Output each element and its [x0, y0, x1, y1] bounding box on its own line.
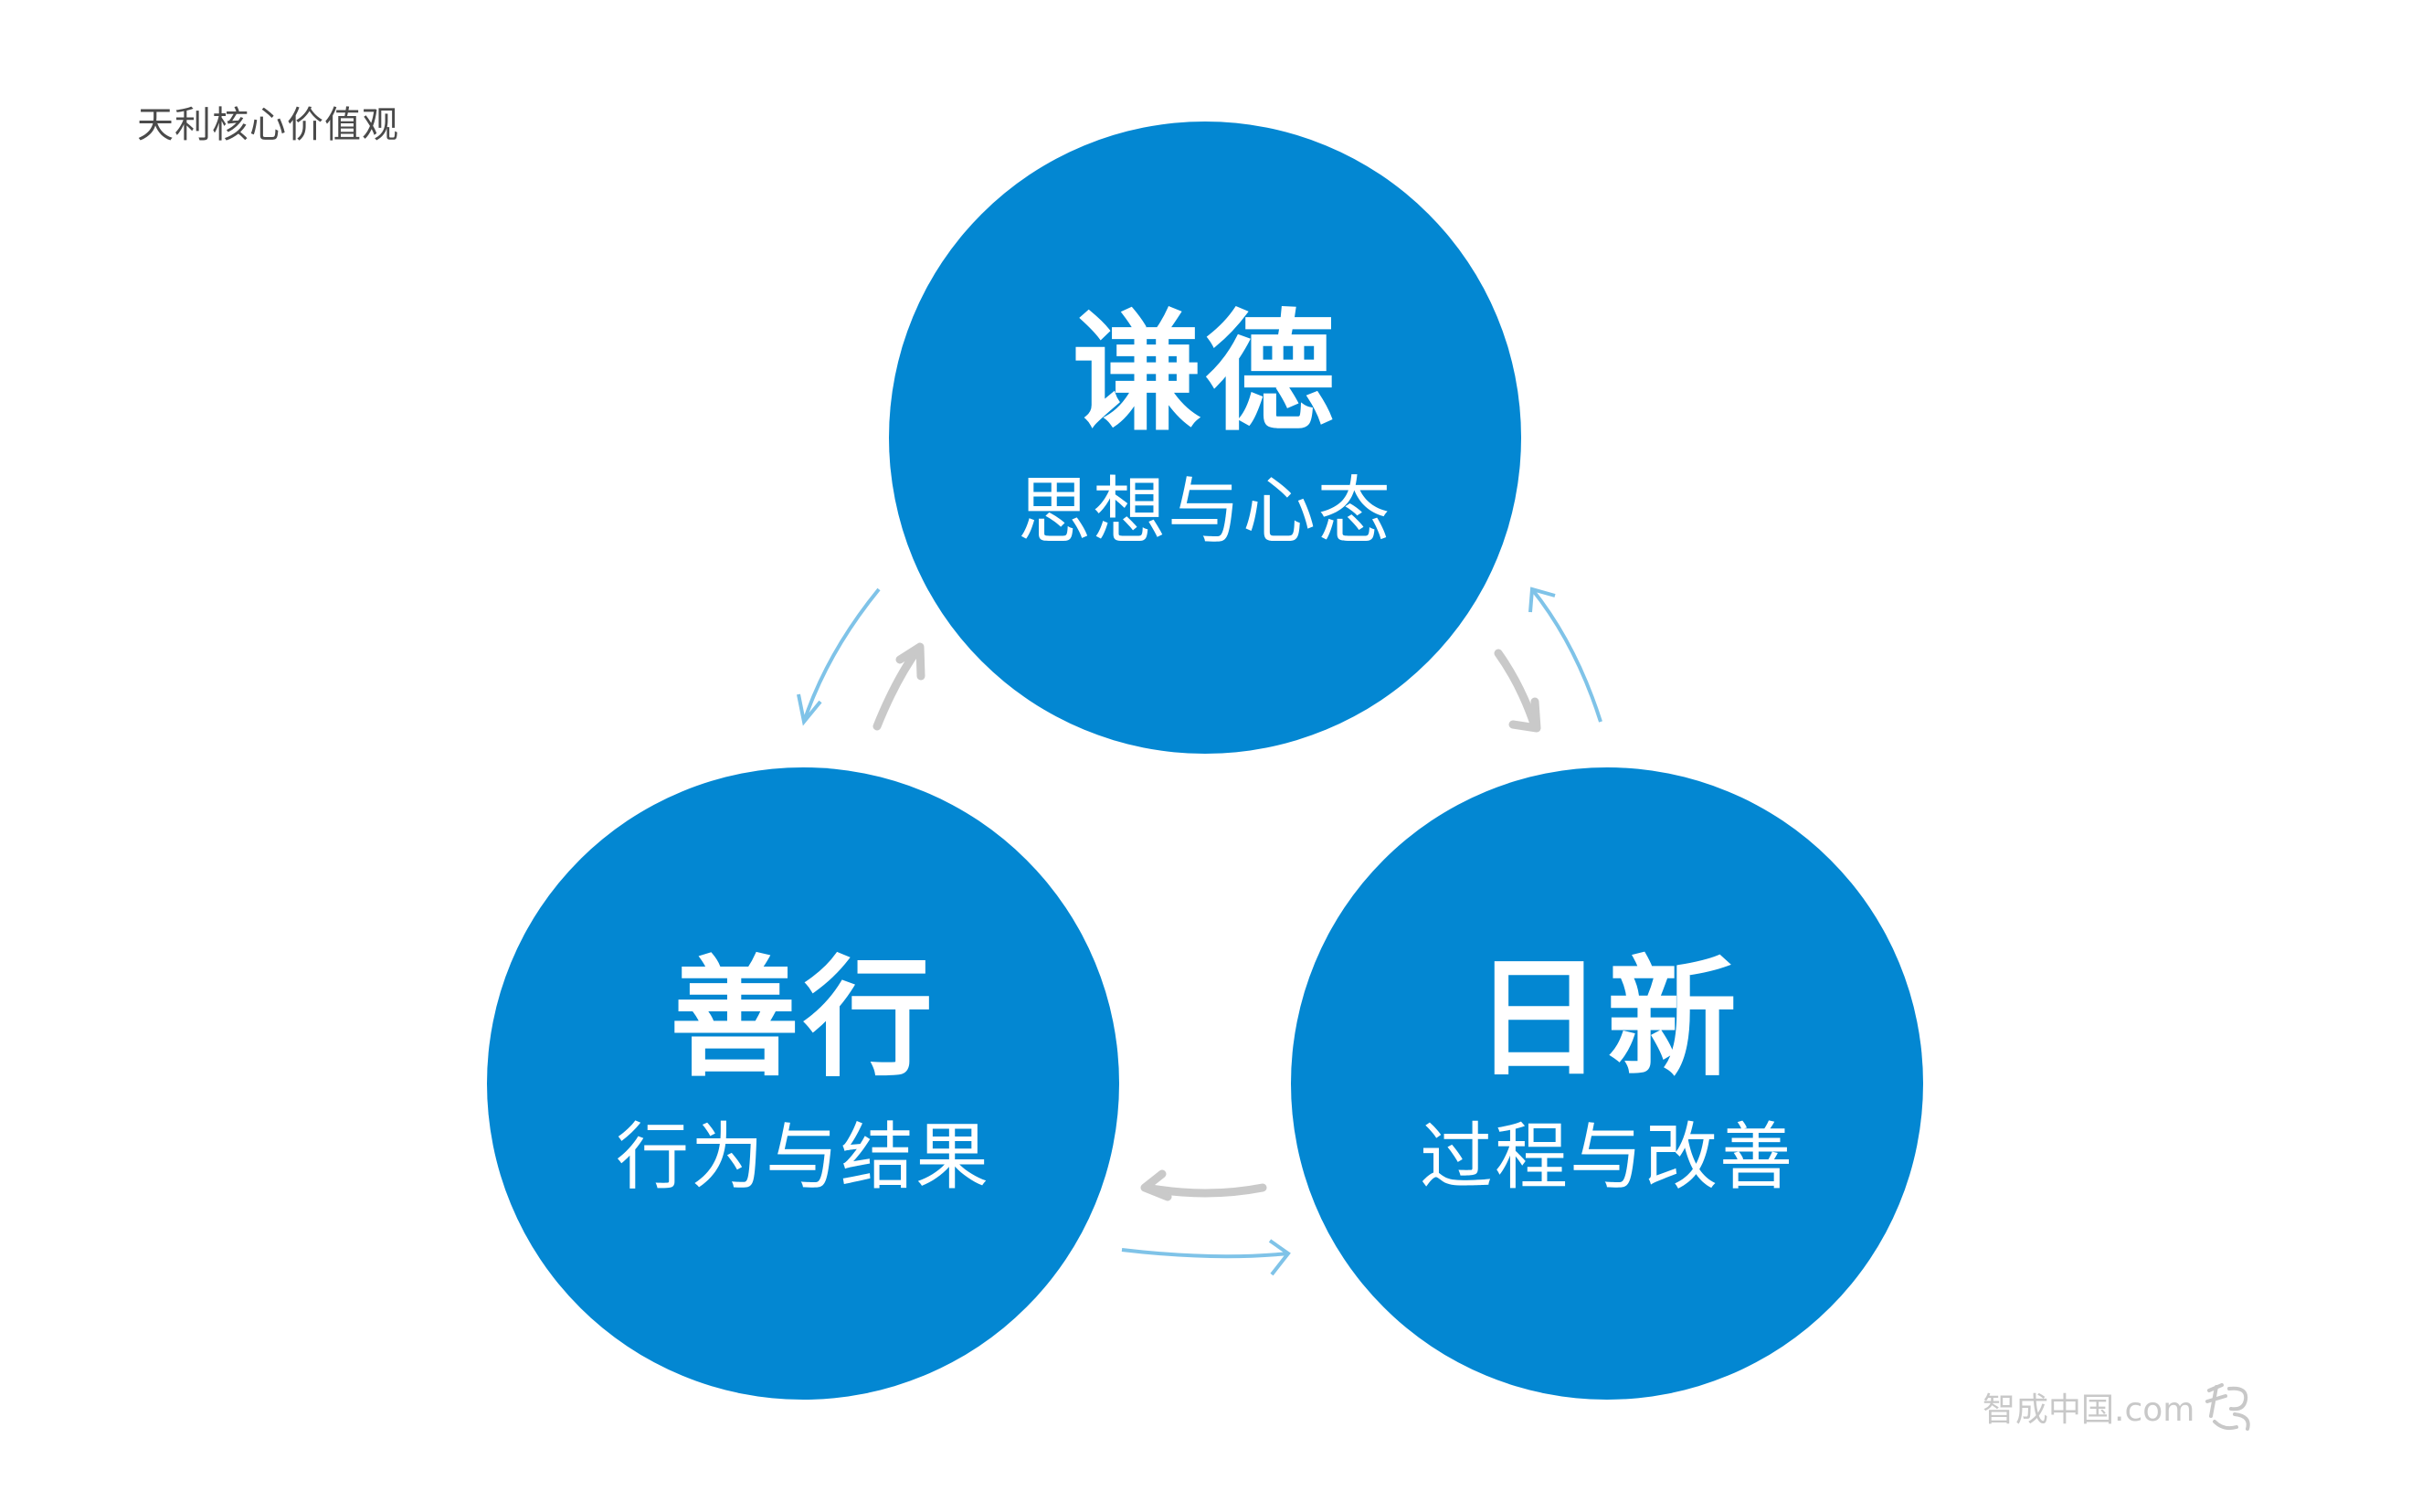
node-subtitle: 过程与改善 — [1420, 1115, 1794, 1200]
node-title: 谦德 — [1072, 298, 1338, 449]
arrow-top-to-right-gray — [1494, 649, 1539, 731]
node-subtitle: 思想与心态 — [1018, 469, 1392, 554]
node-subtitle: 行为与结果 — [616, 1115, 990, 1200]
node-right: 日新 过程与改善 — [1291, 767, 1923, 1400]
node-title: 善行 — [670, 944, 936, 1094]
arrow-head-top-to-left-blue — [797, 693, 822, 726]
arrow-head-left-to-right-blue — [1268, 1239, 1291, 1276]
node-left: 善行 行为与结果 — [487, 767, 1119, 1400]
arrow-left-to-right-blue — [1121, 1248, 1289, 1259]
arrow-head-top-to-right-gray — [1508, 697, 1541, 733]
node-top: 谦德 思想与心态 — [889, 122, 1521, 754]
node-title: 日新 — [1474, 944, 1740, 1094]
zhicheng-logo-icon — [2205, 1383, 2250, 1431]
watermark-text: 智成中国.com — [1983, 1391, 2195, 1429]
arrow-head-right-to-top-blue — [1528, 587, 1556, 613]
arrow-right-to-top-blue — [1530, 587, 1602, 723]
watermark: 智成中国.com — [1983, 1380, 2257, 1434]
arrow-top-to-left-blue — [802, 587, 881, 723]
arrow-head-right-to-left-gray — [1140, 1169, 1172, 1201]
arrow-head-left-to-top-gray — [895, 642, 925, 681]
page-title: 天利核心价值观 — [137, 104, 399, 146]
